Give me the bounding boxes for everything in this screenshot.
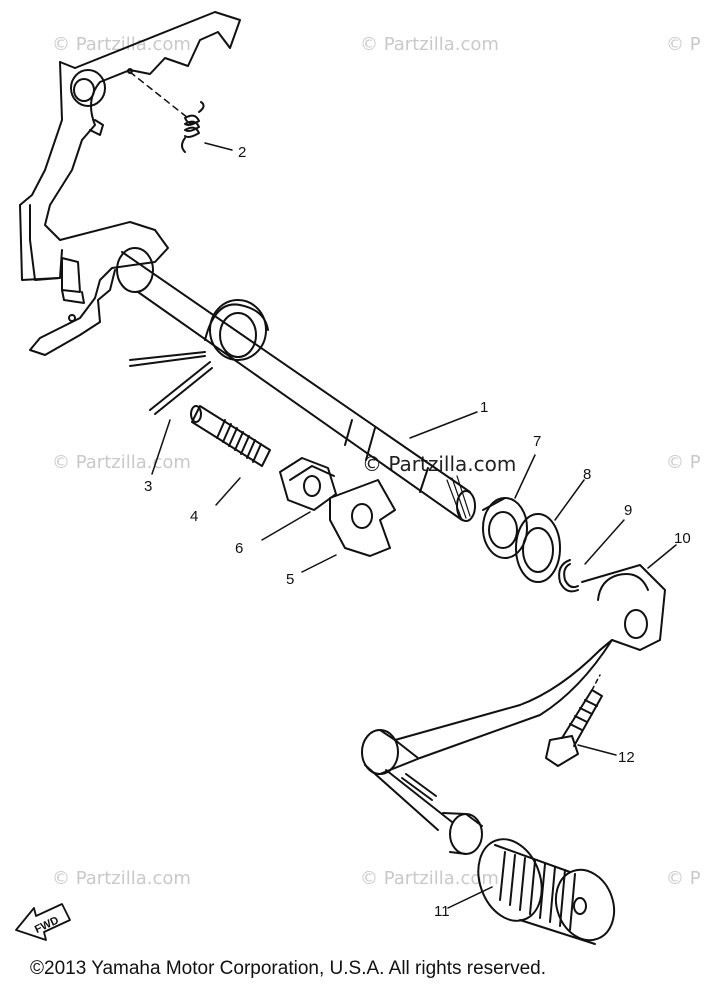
callout-4: 4	[190, 508, 198, 525]
watermark: © P	[666, 452, 701, 473]
watermark: © Partzilla.com	[52, 34, 191, 55]
watermark: © P	[666, 34, 701, 55]
pinch-bolt	[546, 675, 602, 766]
washer	[516, 514, 560, 582]
watermark: © Partzilla.com	[52, 452, 191, 473]
shaft-spring	[130, 300, 268, 414]
callout-10: 10	[674, 530, 691, 547]
watermark: © Partzilla.com	[52, 868, 191, 889]
watermark: © Partzilla.com	[360, 868, 499, 889]
foot-peg-rubber	[467, 830, 623, 948]
shift-shaft	[117, 248, 475, 521]
callout-8: 8	[583, 466, 591, 483]
callout-leaders	[152, 143, 676, 908]
callout-1: 1	[480, 399, 488, 416]
callout-3: 3	[144, 478, 152, 495]
lock-plate	[330, 480, 395, 556]
shift-pedal	[362, 565, 665, 854]
watermark-center: © Partzilla.com	[362, 452, 517, 476]
circlip	[559, 560, 578, 591]
callout-9: 9	[624, 502, 632, 519]
watermark: © Partzilla.com	[360, 34, 499, 55]
stud-bolt	[191, 406, 270, 466]
callout-2: 2	[238, 144, 246, 161]
callout-5: 5	[286, 571, 294, 588]
callout-6: 6	[235, 540, 243, 557]
watermark: © P	[666, 868, 701, 889]
nut	[280, 458, 336, 510]
collar	[483, 498, 527, 558]
fwd-arrow	[16, 904, 70, 940]
mounting-bracket	[20, 12, 240, 355]
copyright-notice: ©2013 Yamaha Motor Corporation, U.S.A. A…	[30, 958, 546, 979]
return-spring	[130, 72, 204, 152]
callout-11: 11	[434, 903, 450, 920]
fwd-label: FWD	[33, 915, 61, 936]
callout-7: 7	[533, 433, 541, 450]
callout-12: 12	[618, 749, 635, 766]
